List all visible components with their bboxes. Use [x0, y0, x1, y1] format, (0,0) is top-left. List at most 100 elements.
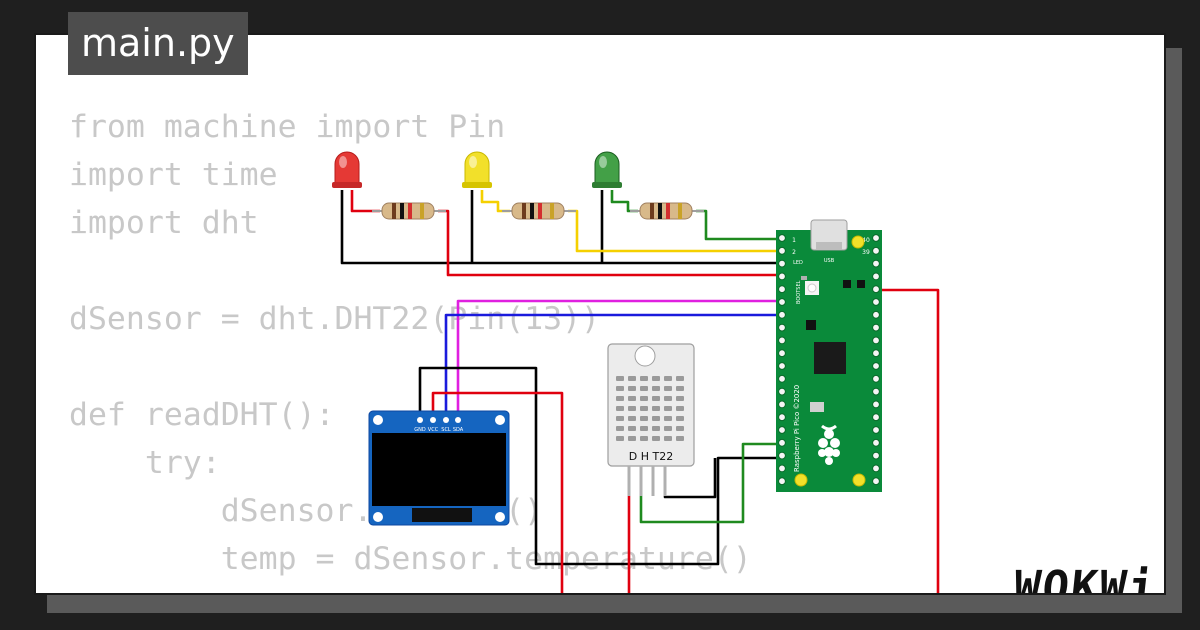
led-green[interactable]: [592, 151, 622, 188]
pico-pin[interactable]: [778, 477, 786, 486]
circuit-diagram: GND VCC SCL SDA D H T22 USB LED 1 2 4: [332, 151, 940, 595]
wire-red-led-anode[interactable]: [350, 190, 380, 213]
pico-pin[interactable]: [778, 387, 786, 396]
dht-vent-slot: [652, 406, 660, 411]
dht-vent-slot: [640, 396, 648, 401]
dht-vent-slot: [676, 416, 684, 421]
pico-pin[interactable]: [872, 374, 880, 383]
oled-pin-gnd-label: GND: [414, 427, 426, 433]
rp2040-chip: [814, 342, 846, 374]
dht-vent-slot: [652, 396, 660, 401]
pico-pin[interactable]: [872, 259, 880, 268]
pico-pin[interactable]: [778, 413, 786, 422]
pico-pin[interactable]: [778, 374, 786, 383]
dht22-sensor[interactable]: D H T22: [607, 343, 695, 496]
pico-pin[interactable]: [778, 464, 786, 473]
dht-vent-slot: [616, 436, 624, 441]
pico-pin[interactable]: [872, 413, 880, 422]
pico-pin[interactable]: [778, 362, 786, 370]
dht-vent-slot: [616, 376, 624, 381]
pico-pin[interactable]: [872, 477, 880, 486]
wire-blue-scl[interactable]: [444, 313, 782, 419]
pico-pin[interactable]: [872, 400, 880, 409]
pico-pin[interactable]: [778, 246, 786, 255]
oled-display[interactable]: GND VCC SCL SDA: [368, 410, 510, 526]
dht-vent-slot: [652, 436, 660, 441]
raspberry-pi-pico[interactable]: USB LED 1 2 40 39 BOOTSEL Raspberry Pi P…: [776, 219, 882, 492]
dht-vent-slot: [652, 376, 660, 381]
pico-pin[interactable]: [872, 246, 880, 255]
pico-pin[interactable]: [872, 234, 880, 242]
resistor-2[interactable]: [502, 202, 576, 220]
oled-pin-sda-label: SDA: [453, 427, 464, 433]
dht-vent-slot: [616, 426, 624, 431]
code-line: import time: [69, 157, 278, 193]
pico-pin[interactable]: [778, 336, 786, 345]
code-line: temp = dSensor.temperature(): [69, 541, 752, 577]
dht-vent-slot: [676, 426, 684, 431]
pico-pin[interactable]: [778, 400, 786, 409]
pin-40-label: 40: [862, 237, 870, 244]
dht-vent-slot: [664, 396, 672, 401]
pico-pin[interactable]: [778, 259, 786, 268]
pico-pin[interactable]: [778, 310, 786, 319]
dht-vent-slot: [676, 396, 684, 401]
wire-yellow-led-anode[interactable]: [480, 190, 510, 213]
pico-pin[interactable]: [872, 387, 880, 396]
pico-pin[interactable]: [778, 323, 786, 332]
pico-pin[interactable]: [872, 426, 880, 434]
dht-vent-slot: [640, 416, 648, 421]
oled-pin-vcc-label: VCC: [428, 427, 439, 433]
dht-vent-slot: [664, 406, 672, 411]
wire-black-red-led[interactable]: [340, 190, 782, 265]
pico-pin[interactable]: [872, 298, 880, 306]
wire-green-dht-data[interactable]: [639, 442, 782, 524]
dht-vent-slot: [628, 416, 636, 421]
pico-pin[interactable]: [778, 234, 786, 242]
dht-vent-slot: [628, 436, 636, 441]
resistor-3[interactable]: [630, 202, 704, 220]
wire-magenta-sda[interactable]: [456, 299, 782, 419]
pico-pin[interactable]: [872, 362, 880, 370]
led-red[interactable]: [332, 151, 362, 188]
pico-pin[interactable]: [872, 336, 880, 345]
dht-vent-slot: [628, 396, 636, 401]
pico-pin[interactable]: [778, 438, 786, 447]
pico-pin[interactable]: [778, 285, 786, 294]
pico-pin[interactable]: [778, 426, 786, 434]
pico-pin[interactable]: [872, 323, 880, 332]
pin-2-label: 2: [792, 249, 796, 256]
pico-pin[interactable]: [872, 272, 880, 281]
wire-black-oled-gnd[interactable]: [418, 366, 782, 566]
wire-red-pico-vbus[interactable]: [874, 288, 940, 595]
led-yellow[interactable]: [462, 151, 492, 188]
dht-vent-slot: [628, 426, 636, 431]
pico-pin[interactable]: [778, 272, 786, 281]
dht-vent-slot: [652, 416, 660, 421]
pico-pin[interactable]: [872, 464, 880, 473]
wire-green-led-anode[interactable]: [610, 190, 638, 213]
wire-green-resistor-out[interactable]: [696, 209, 782, 241]
wire-red-oled-vcc[interactable]: [431, 391, 564, 595]
usb-label: USB: [824, 258, 835, 264]
pico-pin[interactable]: [872, 285, 880, 294]
dht-label: D H T22: [629, 450, 673, 463]
pico-pin[interactable]: [872, 438, 880, 447]
dht-vent-slot: [640, 376, 648, 381]
dht-vent-slot: [664, 436, 672, 441]
pico-pin[interactable]: [872, 310, 880, 319]
code-line: from machine import Pin: [69, 109, 506, 145]
pico-pin[interactable]: [778, 451, 786, 460]
resistor-1[interactable]: [372, 202, 446, 220]
pin-1-label: 1: [792, 237, 796, 244]
file-tab[interactable]: main.py: [68, 12, 248, 75]
wire-red-resistor-out[interactable]: [438, 209, 782, 277]
pin-39-label: 39: [862, 249, 870, 256]
pico-pin[interactable]: [778, 298, 786, 306]
pico-pin[interactable]: [872, 349, 880, 358]
dht-vent-slot: [664, 376, 672, 381]
pico-pin[interactable]: [778, 349, 786, 358]
dht-vent-slot: [676, 376, 684, 381]
bootsel-label: BOOTSEL: [796, 280, 802, 304]
pico-pin[interactable]: [872, 451, 880, 460]
